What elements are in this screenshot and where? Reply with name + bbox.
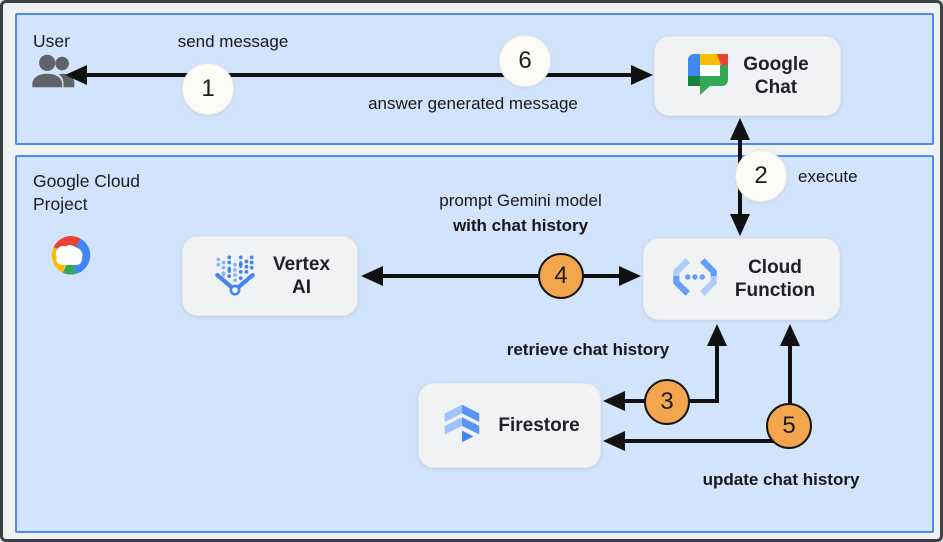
user-group-icon [31, 53, 77, 94]
node-vertex-ai: Vertex AI [182, 236, 358, 316]
edge-label-retrieve-chat-history: retrieve chat history [506, 340, 670, 359]
node-google-chat: Google Chat [654, 36, 841, 116]
node-firestore: Firestore [418, 383, 601, 468]
node-firestore-label: Firestore [498, 415, 580, 436]
step-badge-1: 1 [182, 63, 234, 115]
user-zone-title: User [33, 31, 70, 51]
node-vertex-ai-label: Vertex AI [272, 254, 331, 298]
google-cloud-icon [39, 227, 103, 286]
node-google-chat-label: Google Chat [743, 54, 809, 98]
edge-label-update-chat-history: update chat history [702, 470, 860, 489]
step-badge-2: 2 [735, 150, 787, 202]
gcp-zone-title: Google Cloud Project [33, 170, 140, 216]
gcp-title-line2: Project [33, 194, 88, 214]
node-cloud-function-label: Cloud Function [734, 257, 816, 301]
gcp-title-line1: Google Cloud [33, 171, 141, 191]
cloud-functions-icon [668, 254, 722, 305]
edge-label-execute: execute [798, 167, 858, 186]
vertex-ai-icon [210, 250, 260, 303]
step-badge-5: 5 [766, 403, 812, 449]
edge-label-prompt-gemini: prompt Gemini model with chat history [439, 191, 602, 235]
edge-label-answer-generated-message: answer generated message [368, 94, 578, 113]
firestore-icon [439, 400, 485, 451]
edge-label-send-message: send message [177, 32, 289, 51]
step-badge-6: 6 [499, 35, 551, 87]
node-cloud-function: Cloud Function [643, 238, 840, 320]
step-badge-4: 4 [538, 253, 584, 299]
google-chat-icon [686, 52, 730, 101]
step-badge-3: 3 [644, 379, 690, 425]
